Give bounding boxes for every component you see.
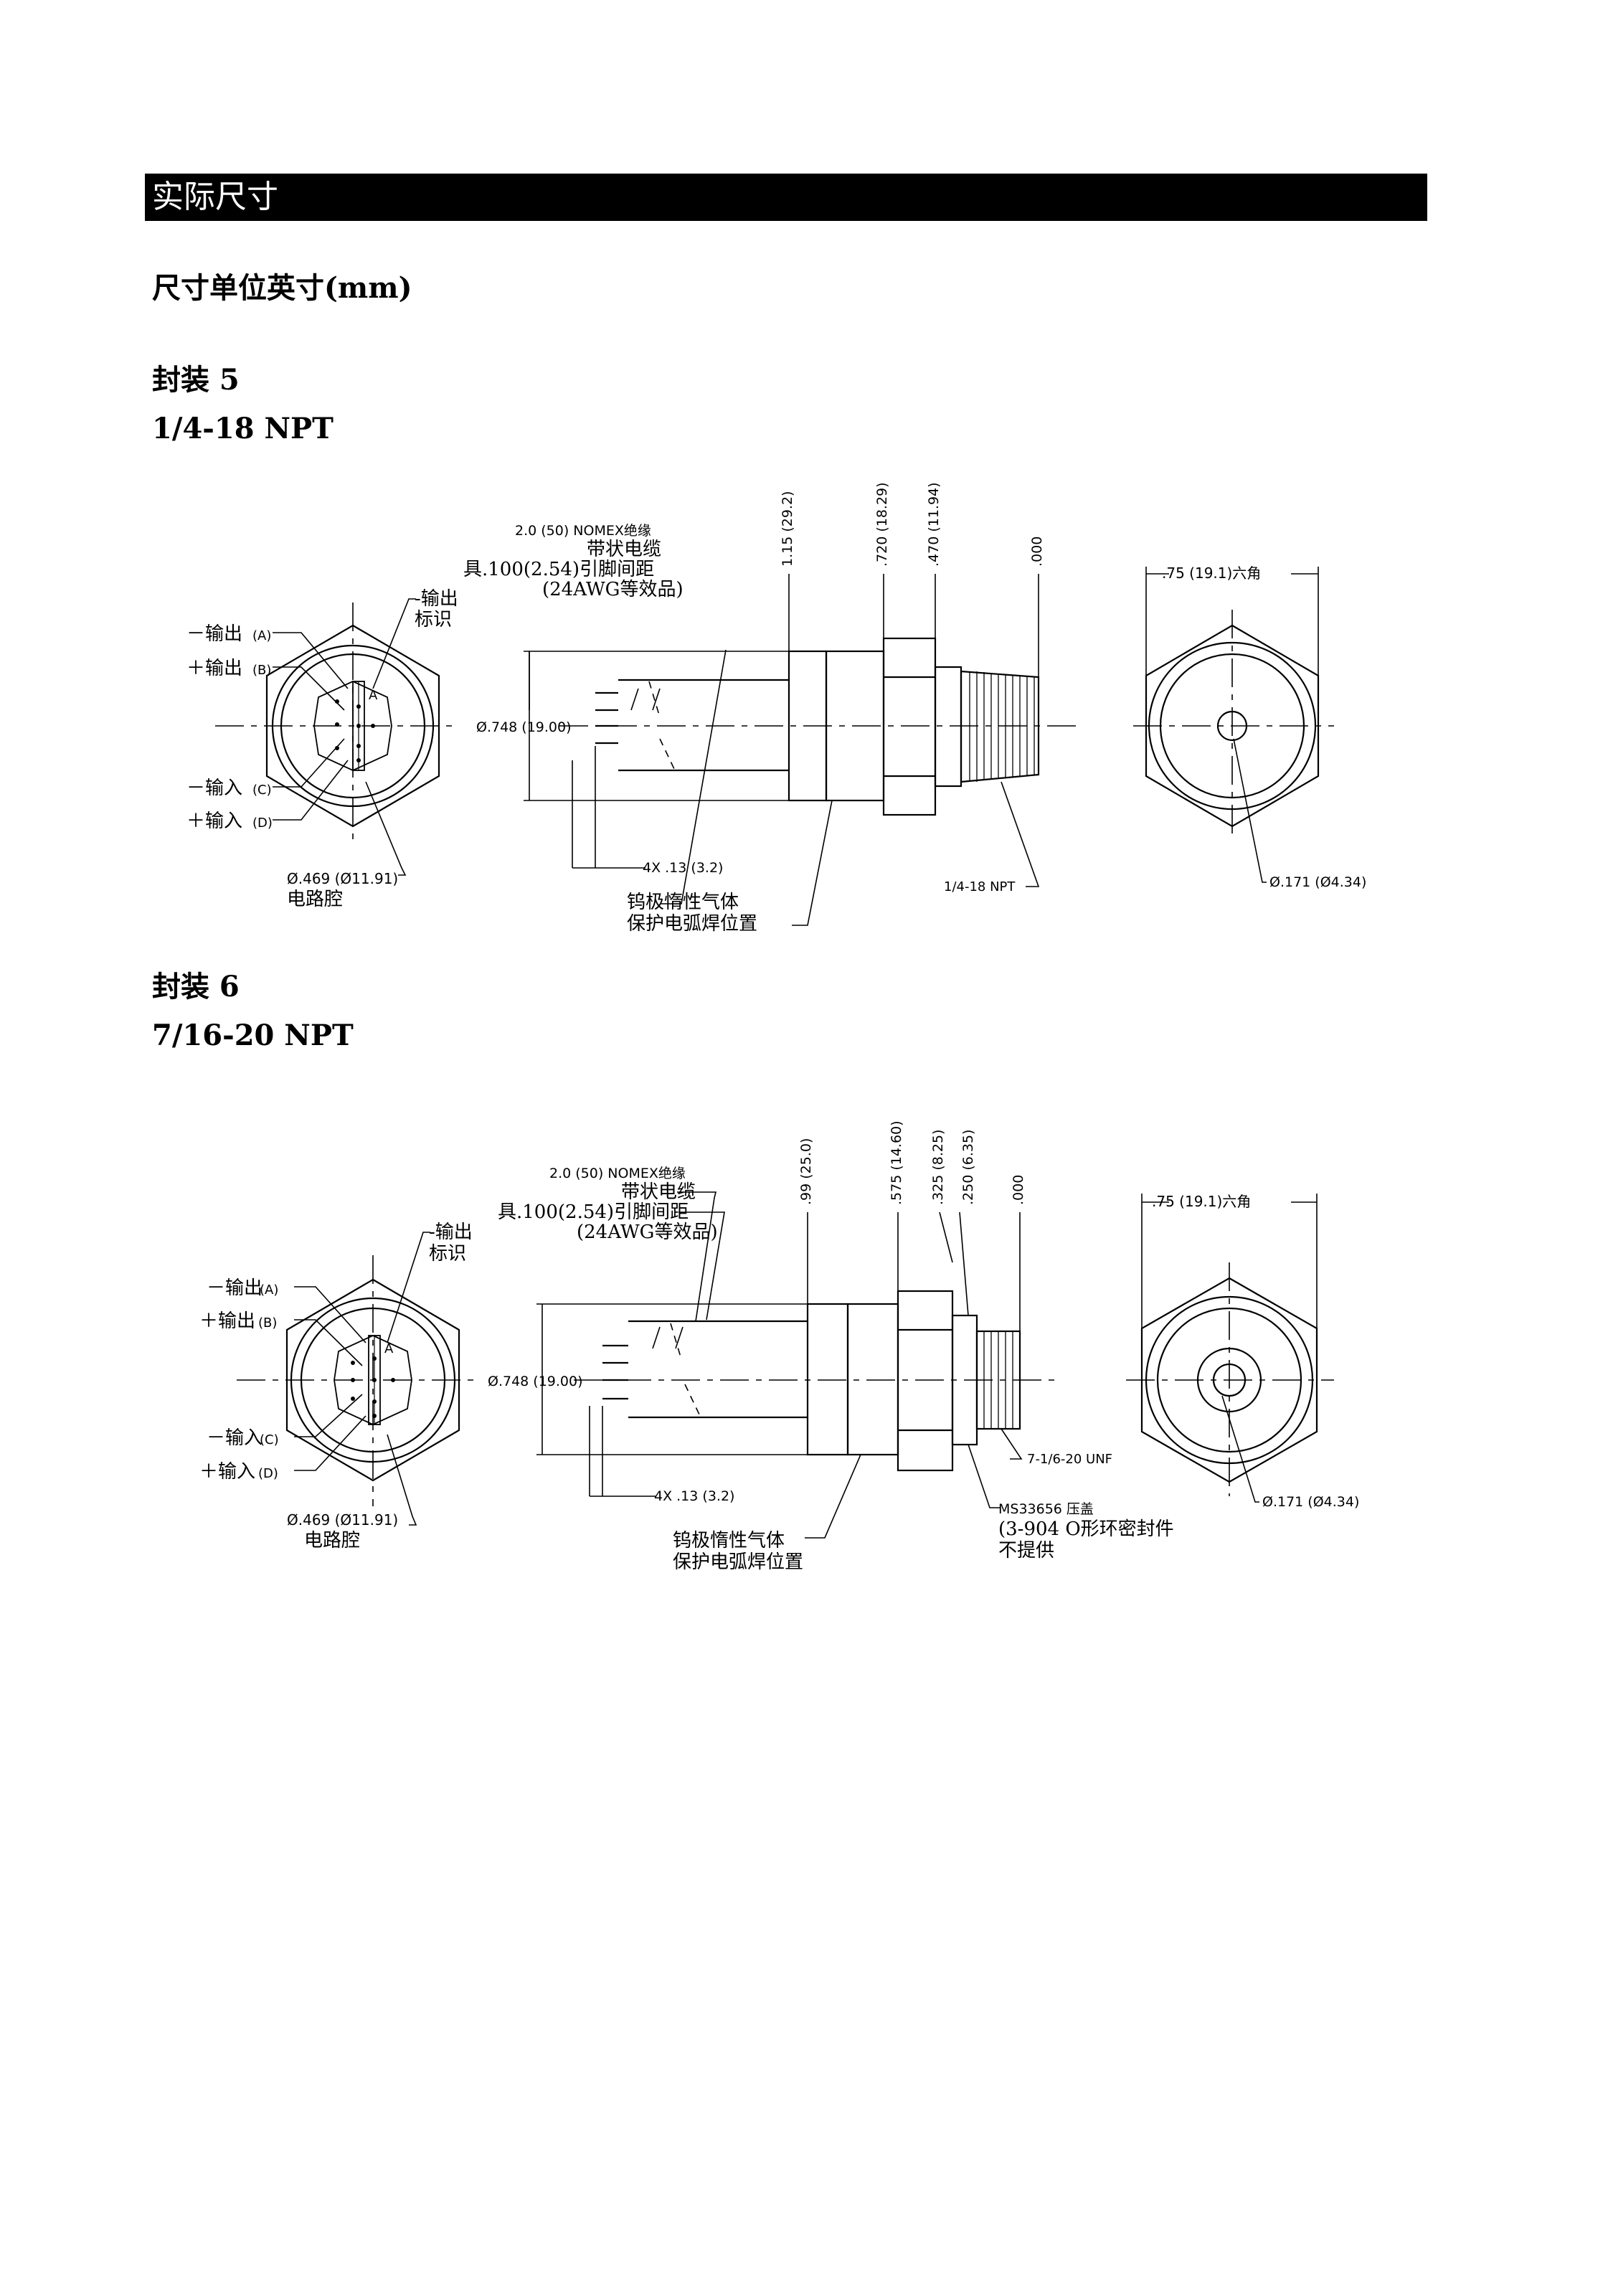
p5-weld-line-1: 钨极惰性气体: [627, 892, 739, 913]
package-6-drawing: －输出 (A) ＋输出 (B) －输入 (C) ＋输入 (D) A -输出 标识…: [199, 1120, 1359, 1573]
p5-out-plus-label: ＋输出: [186, 658, 242, 679]
p5-cavity-dim: Ø.469 (Ø11.91): [287, 870, 398, 887]
p5-pin-a: A: [369, 688, 378, 703]
p6-pin-a: A: [384, 1341, 394, 1356]
p5-port-diameter: Ø.171 (Ø4.34): [1269, 874, 1366, 890]
p6-port-diameter: Ø.171 (Ø4.34): [1262, 1494, 1359, 1510]
p5-pins-dim: 4X .13 (3.2): [643, 860, 723, 876]
p6-body-diameter: Ø.748 (19.00): [488, 1374, 583, 1389]
package-5-title: 封装 5: [152, 363, 240, 397]
p6-in-plus-label: ＋输入: [199, 1461, 255, 1483]
package-5-drawing: －输出 (A) ＋输出 (B) －输入 (C) ＋输入 (D) A -输出 标识…: [186, 482, 1366, 935]
p6-pins-dim: 4X .13 (3.2): [654, 1488, 734, 1504]
p5-dim-4: .000: [1029, 537, 1045, 567]
p5-hex-flat-dim: .75 (19.1)六角: [1162, 564, 1261, 582]
p6-out-minus-pin: (A): [260, 1282, 278, 1298]
p5-out-minus-pin: (A): [252, 628, 271, 643]
p6-in-plus-pin: (D): [258, 1466, 278, 1481]
p6-output-mark-1: -输出: [429, 1222, 473, 1243]
p5-weld-line-2: 保护电弧焊位置: [627, 913, 757, 935]
p5-cable-line-1: 2.0 (50) NOMEX绝缘: [515, 523, 651, 539]
p6-weld-line-1: 钨极惰性气体: [673, 1530, 785, 1551]
section-title: 实际尺寸: [152, 179, 278, 215]
p5-out-plus-pin: (B): [252, 663, 271, 678]
p5-cable-line-4: (24AWG等效品): [542, 579, 684, 600]
p6-out-plus-pin: (B): [258, 1315, 277, 1331]
p6-out-minus-label: －输出: [207, 1277, 263, 1299]
package-6-thread: 7/16-20 NPT: [152, 1019, 354, 1052]
p6-cavity-name: 电路腔: [304, 1530, 360, 1551]
p5-in-plus-label: ＋输入: [186, 811, 242, 832]
section-header-bar: 实际尺寸: [145, 174, 1427, 221]
p6-cavity-dim: Ø.469 (Ø11.91): [287, 1511, 398, 1529]
p5-thread-callout: 1/4-18 NPT: [944, 879, 1016, 894]
p6-dim-1: .99 (25.0): [798, 1138, 814, 1205]
p5-output-mark-2: 标识: [415, 609, 452, 630]
package-6-title: 封装 6: [152, 970, 240, 1003]
p6-dim-3: .325 (8.25): [930, 1130, 946, 1205]
package-6-side-view: [602, 1290, 1021, 1472]
p5-dim-1: 1.15 (29.2): [780, 491, 795, 567]
p6-boss-line-3: 不提供: [998, 1540, 1054, 1562]
p5-body-diameter: Ø.748 (19.00): [476, 719, 572, 735]
p6-boss-line-2: (3-904 O形环密封件: [998, 1518, 1174, 1540]
p5-dim-3: .470 (11.94): [926, 482, 942, 567]
p5-in-minus-pin: (C): [252, 783, 272, 798]
p6-dim-4: .250 (6.35): [960, 1130, 976, 1205]
p5-cable-line-3: 具.100(2.54)引脚间距: [463, 559, 654, 580]
p6-in-minus-label: －输入: [207, 1427, 263, 1449]
p6-in-minus-pin: (C): [260, 1432, 279, 1447]
p6-dim-2: .575 (14.60): [889, 1120, 904, 1205]
p6-weld-line-2: 保护电弧焊位置: [673, 1551, 803, 1573]
p6-cable-line-2: 带状电缆: [621, 1181, 696, 1203]
p5-cable-line-2: 带状电缆: [587, 539, 661, 560]
p5-in-minus-label: －输入: [186, 778, 242, 799]
p6-out-plus-label: ＋输出: [199, 1310, 255, 1332]
p5-in-plus-pin: (D): [252, 816, 273, 831]
p6-hex-flat-dim: .75 (19.1)六角: [1152, 1193, 1251, 1210]
p5-cavity-name: 电路腔: [287, 889, 343, 910]
p6-cable-line-3: 具.100(2.54)引脚间距: [498, 1201, 689, 1223]
p6-dim-5: .000: [1011, 1175, 1026, 1205]
p6-boss-line-1: MS33656 压盖: [998, 1501, 1094, 1517]
p6-output-mark-2: 标识: [429, 1243, 466, 1265]
package-5-thread: 1/4-18 NPT: [152, 412, 334, 445]
p5-out-minus-label: －输出: [186, 623, 242, 645]
p6-thread-callout: 7-1/6-20 UNF: [1027, 1452, 1112, 1467]
package-5-side-view: [595, 637, 1040, 816]
p6-cable-line-4: (24AWG等效品): [577, 1222, 718, 1243]
units-note: 尺寸单位英寸(mm): [152, 271, 412, 305]
p5-dim-2: .720 (18.29): [874, 482, 890, 567]
p5-output-mark-1: -输出: [415, 588, 458, 610]
p6-cable-line-1: 2.0 (50) NOMEX绝缘: [549, 1166, 686, 1181]
package-5-thread-lines: [969, 671, 1035, 782]
